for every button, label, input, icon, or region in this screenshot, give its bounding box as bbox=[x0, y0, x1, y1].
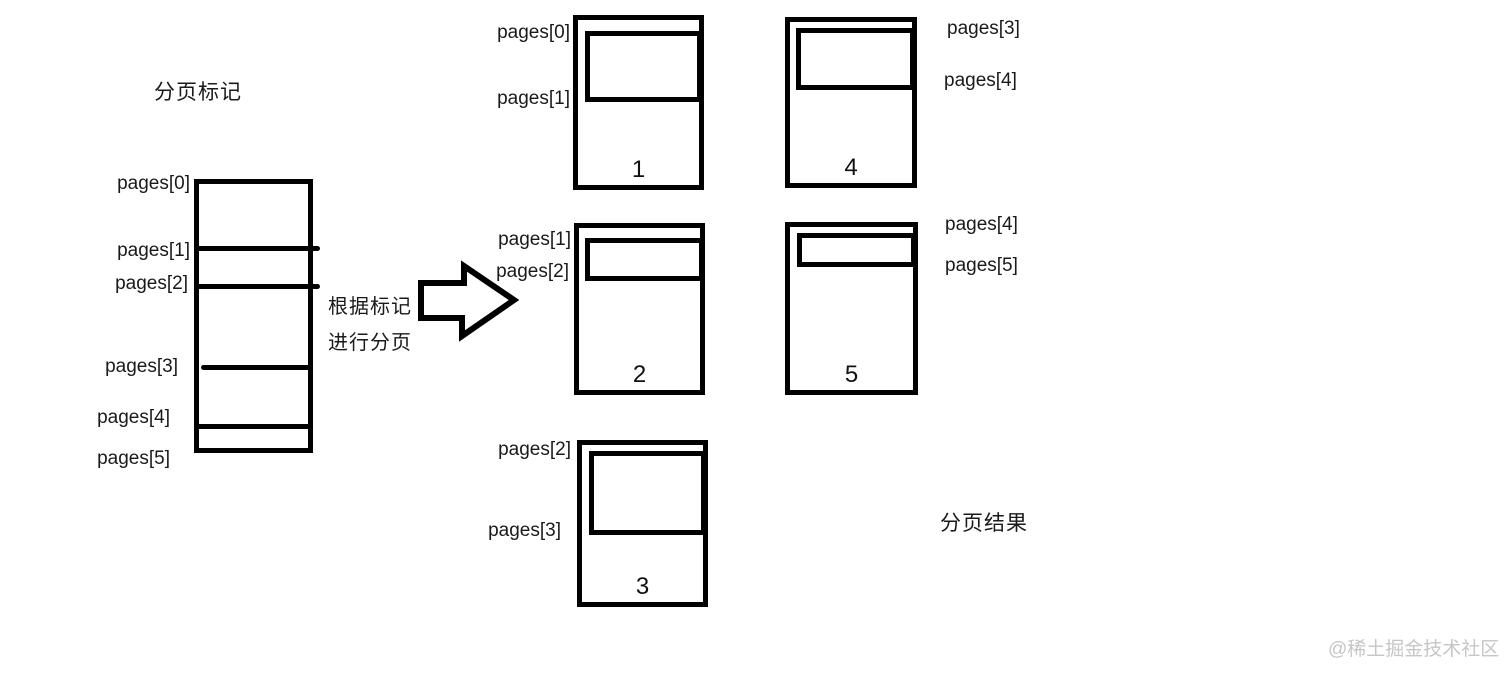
page-break-line-2 bbox=[194, 284, 320, 289]
mark-label-1: pages[1] bbox=[117, 240, 190, 261]
page-range-label: pages[1] bbox=[497, 88, 570, 109]
page-range-label: pages[3] bbox=[488, 520, 561, 541]
page-number: 5 bbox=[844, 361, 859, 388]
page-range-label: pages[5] bbox=[945, 255, 1018, 276]
page-content-block bbox=[796, 28, 915, 90]
source-title: 分页标记 bbox=[154, 81, 242, 104]
page-content-block bbox=[585, 238, 704, 281]
paginate-arrow-icon bbox=[418, 260, 520, 342]
page-content-block bbox=[585, 31, 702, 102]
page-break-line-1 bbox=[194, 246, 320, 251]
page-break-line-4 bbox=[194, 424, 313, 429]
mark-label-4: pages[4] bbox=[97, 407, 170, 428]
page-box-4: 4 bbox=[785, 17, 917, 188]
page-range-label: pages[0] bbox=[497, 22, 570, 43]
page-content-block bbox=[589, 451, 706, 535]
page-range-label: pages[1] bbox=[498, 229, 571, 250]
page-number: 2 bbox=[632, 361, 647, 388]
mark-label-3: pages[3] bbox=[105, 356, 178, 377]
page-box-2: 2 bbox=[574, 223, 705, 395]
page-range-label: pages[4] bbox=[945, 214, 1018, 235]
marked-document-box bbox=[194, 179, 313, 453]
page-box-1: 1 bbox=[573, 15, 704, 190]
mark-label-2: pages[2] bbox=[115, 273, 188, 294]
page-box-3: 3 bbox=[577, 440, 708, 607]
page-number: 3 bbox=[635, 573, 650, 600]
mark-label-5: pages[5] bbox=[97, 448, 170, 469]
process-caption-line1: 根据标记 bbox=[328, 296, 412, 318]
page-range-label: pages[2] bbox=[496, 261, 569, 282]
page-box-5: 5 bbox=[785, 222, 918, 395]
mark-label-0: pages[0] bbox=[117, 173, 190, 194]
process-caption-line2: 进行分页 bbox=[328, 332, 412, 354]
page-content-block bbox=[797, 233, 916, 267]
page-number: 1 bbox=[631, 156, 646, 183]
watermark: @稀土掘金技术社区 bbox=[1328, 639, 1500, 660]
page-range-label: pages[3] bbox=[947, 18, 1020, 39]
page-range-label: pages[2] bbox=[498, 439, 571, 460]
page-break-line-3 bbox=[201, 365, 313, 370]
page-number: 4 bbox=[844, 154, 858, 181]
page-range-label: pages[4] bbox=[944, 70, 1017, 91]
result-title: 分页结果 bbox=[940, 512, 1028, 535]
